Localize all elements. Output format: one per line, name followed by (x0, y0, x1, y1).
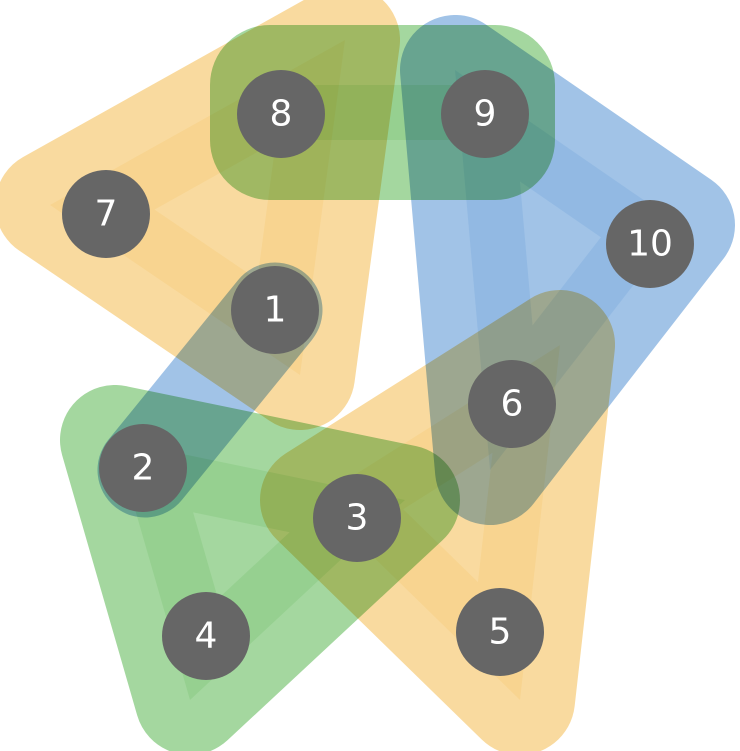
node-circle (231, 266, 319, 354)
node-label: 7 (95, 194, 118, 235)
node-10[interactable]: 10 (606, 200, 694, 288)
node-circle (62, 170, 150, 258)
node-label: 4 (195, 616, 218, 657)
node-circle (99, 424, 187, 512)
node-label: 6 (501, 384, 524, 425)
node-5[interactable]: 5 (456, 588, 544, 676)
node-label: 1 (264, 290, 287, 331)
node-label: 5 (489, 612, 512, 653)
node-circle (313, 474, 401, 562)
node-4[interactable]: 4 (162, 592, 250, 680)
node-label: 3 (346, 498, 369, 539)
node-6[interactable]: 6 (468, 360, 556, 448)
node-8[interactable]: 8 (237, 70, 325, 158)
node-7[interactable]: 7 (62, 170, 150, 258)
node-circle (456, 588, 544, 676)
node-circle (441, 70, 529, 158)
nodes-layer: 1 2 3 4 5 6 7 8 (62, 70, 694, 680)
node-label: 9 (474, 94, 497, 135)
node-label: 8 (270, 94, 293, 135)
node-1[interactable]: 1 (231, 266, 319, 354)
node-circle (237, 70, 325, 158)
node-circle (606, 200, 694, 288)
node-9[interactable]: 9 (441, 70, 529, 158)
node-circle (468, 360, 556, 448)
node-3[interactable]: 3 (313, 474, 401, 562)
node-label: 10 (627, 224, 673, 265)
node-circle (162, 592, 250, 680)
node-2[interactable]: 2 (99, 424, 187, 512)
node-label: 2 (132, 448, 155, 489)
